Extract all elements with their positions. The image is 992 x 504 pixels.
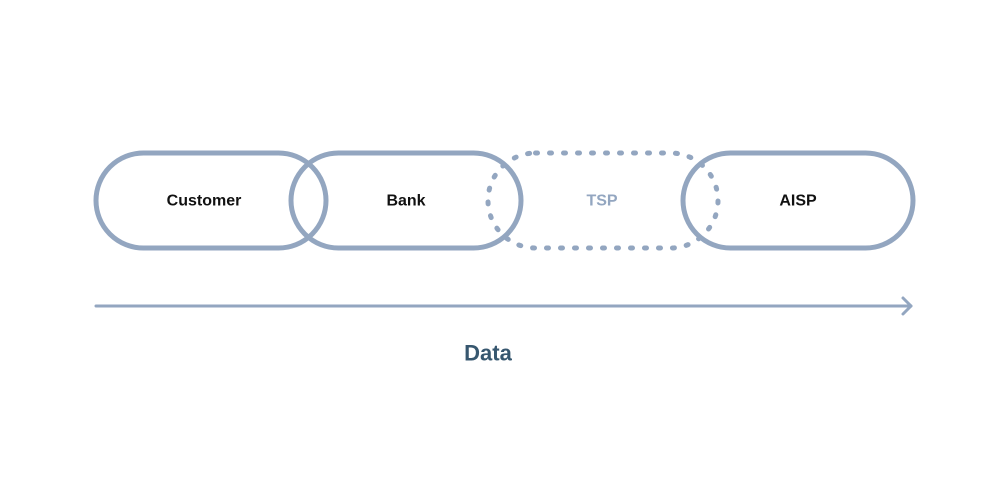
node-bank: Bank: [288, 150, 524, 251]
node-tsp: TSP: [485, 150, 721, 251]
node-bank-outline: [288, 150, 524, 251]
node-customer: Customer: [93, 150, 329, 251]
node-tsp-outline: [485, 150, 721, 251]
node-aisp-outline: [680, 150, 916, 251]
arrow-head-icon: [901, 296, 913, 316]
node-aisp-label: AISP: [779, 193, 817, 210]
data-flow-arrow: [94, 296, 913, 316]
node-aisp: AISP: [680, 150, 916, 251]
data-flow-label: Data: [464, 341, 512, 366]
node-customer-outline: [93, 150, 329, 251]
node-customer-label: Customer: [167, 193, 242, 210]
node-bank-label: Bank: [386, 193, 425, 210]
node-tsp-label: TSP: [586, 193, 617, 210]
